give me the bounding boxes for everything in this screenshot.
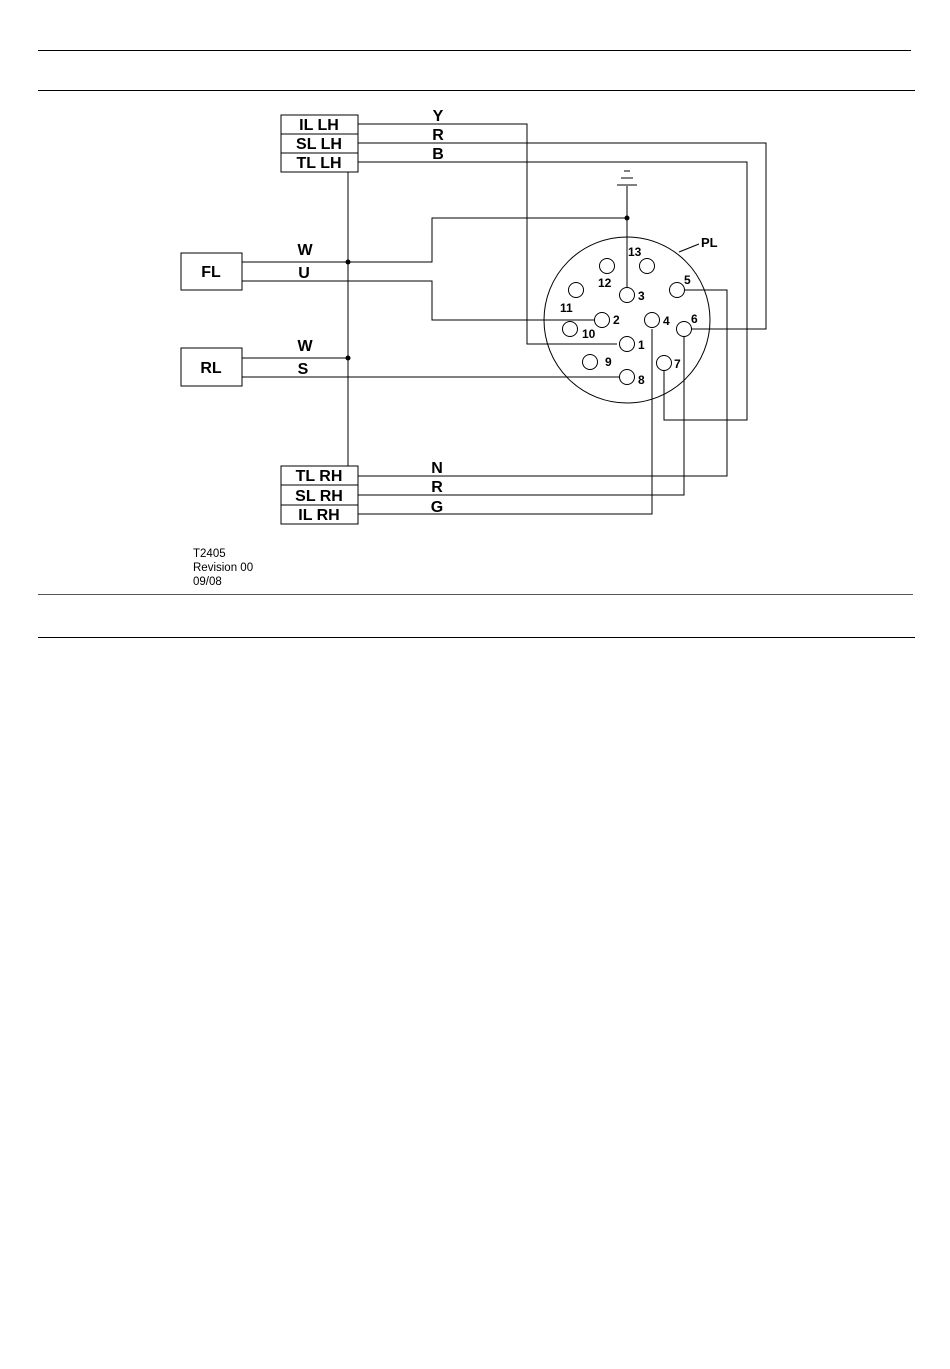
wire-tl-lh [358, 162, 747, 420]
drawing-number: T2405 [193, 547, 253, 561]
wire-label-r-rh: R [431, 479, 443, 496]
label-tl-rh: TL RH [296, 468, 343, 485]
pin-8 [620, 370, 635, 385]
wire-tl-rh [358, 290, 727, 476]
wire-sl-rh [358, 337, 684, 495]
pin-5 [670, 283, 685, 298]
label-il-lh: IL LH [299, 117, 339, 134]
pin-label-4: 4 [663, 314, 670, 328]
pin-label-8: 8 [638, 373, 645, 387]
label-sl-lh: SL LH [296, 136, 342, 153]
pin-label-2: 2 [613, 313, 620, 327]
pin-3 [620, 288, 635, 303]
wire-label-r-lh: R [432, 127, 444, 144]
label-rl: RL [200, 360, 222, 377]
label-tl-lh: TL LH [296, 155, 341, 172]
pin-label-11: 11 [560, 301, 573, 315]
wiring-diagram: IL LH SL LH TL LH TL RH SL RH IL RH FL R… [0, 0, 950, 640]
wire-label-b: B [432, 146, 444, 163]
label-fl: FL [201, 264, 221, 281]
pin-2 [595, 313, 610, 328]
pin-label-1: 1 [638, 338, 645, 352]
pin-7 [657, 356, 672, 371]
pin-11 [569, 283, 584, 298]
wire-il-lh [358, 124, 617, 344]
pin-label-5: 5 [684, 273, 691, 287]
junction-earth [625, 216, 630, 221]
pin-label-10: 10 [582, 327, 596, 341]
wire-label-s: S [298, 361, 309, 378]
drawing-info: T2405 Revision 00 09/08 [193, 547, 253, 589]
pin-1 [620, 337, 635, 352]
pin-label-12: 12 [598, 276, 612, 290]
pin-12 [600, 259, 615, 274]
junction-rl [346, 356, 351, 361]
pin-label-3: 3 [638, 289, 645, 303]
pin-label-7: 7 [674, 357, 681, 371]
pin-label-6: 6 [691, 312, 698, 326]
wire-label-n: N [431, 460, 443, 477]
label-il-rh: IL RH [298, 507, 339, 524]
revision: Revision 00 [193, 561, 253, 575]
wire-label-w-fl: W [297, 242, 313, 259]
label-pl: PL [701, 235, 718, 250]
pin-10 [563, 322, 578, 337]
pin-9 [583, 355, 598, 370]
pl-leader [679, 244, 699, 252]
pin-6 [677, 322, 692, 337]
label-sl-rh: SL RH [295, 488, 343, 505]
wire-label-y: Y [433, 108, 444, 125]
wire-label-w-rl: W [297, 338, 313, 355]
pin-label-9: 9 [605, 355, 612, 369]
wire-label-g: G [431, 499, 443, 516]
wire-fl-u [242, 281, 594, 320]
wire-label-u: U [298, 265, 310, 282]
drawing-date: 09/08 [193, 575, 253, 589]
pin-4 [645, 313, 660, 328]
pin-label-13: 13 [628, 245, 642, 259]
junction-fl [346, 260, 351, 265]
pin-13 [640, 259, 655, 274]
